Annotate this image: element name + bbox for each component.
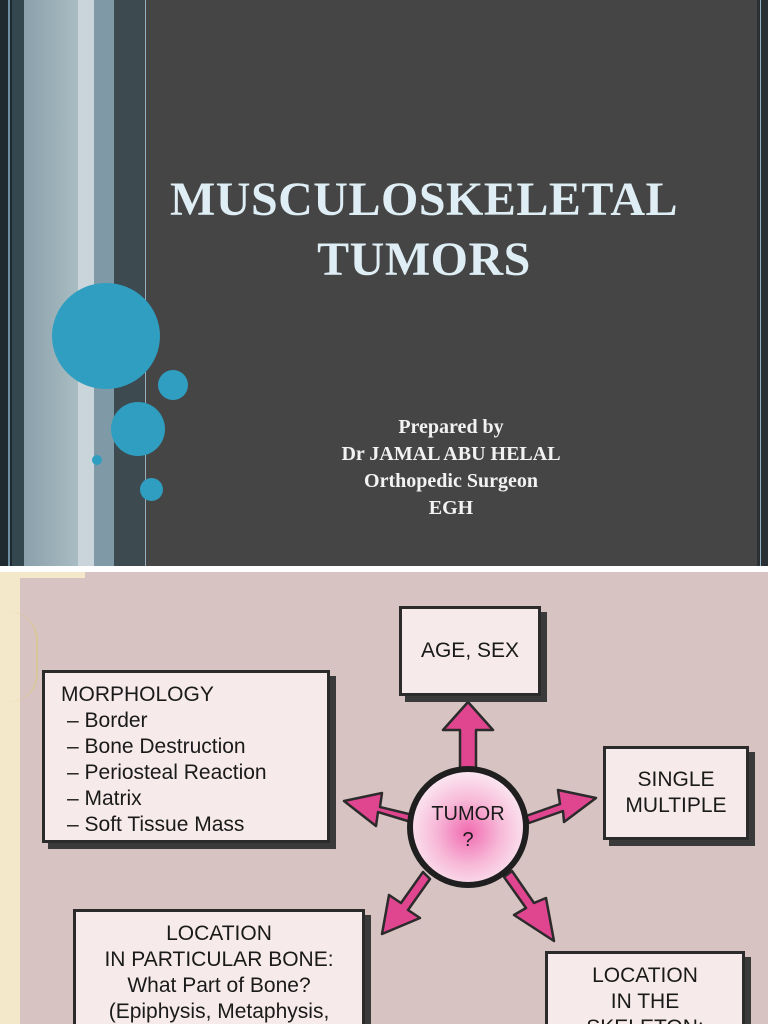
decorative-circle-small bbox=[140, 478, 163, 501]
location-bone-line: IN PARTICULAR BONE: bbox=[104, 948, 334, 971]
right-edge-line bbox=[760, 0, 761, 566]
arrow-right bbox=[524, 788, 598, 825]
single-multiple-box: SINGLE MULTIPLE bbox=[603, 746, 749, 840]
diagram-slide: AGE, SEX MORPHOLOGY – Border – Bone Dest… bbox=[0, 572, 768, 1024]
tumor-label: TUMOR bbox=[431, 803, 505, 825]
arrow-lower-right bbox=[502, 869, 556, 943]
morphology-item: – Border bbox=[67, 709, 148, 732]
morphology-item: – Periosteal Reaction bbox=[67, 761, 267, 784]
single-label: SINGLE bbox=[637, 768, 715, 791]
age-sex-box: AGE, SEX bbox=[399, 606, 541, 696]
multiple-label: MULTIPLE bbox=[625, 794, 727, 817]
location-bone-line: (Epiphysis, Metaphysis, bbox=[108, 1000, 330, 1023]
arrows-layer bbox=[342, 700, 598, 943]
location-in-bone-box: LOCATION IN PARTICULAR BONE: What Part o… bbox=[73, 909, 365, 1024]
decorative-stripe bbox=[78, 0, 94, 566]
prepared-by-label: Prepared by bbox=[398, 416, 504, 438]
decorative-circle-large bbox=[52, 283, 160, 389]
location-bone-line: LOCATION bbox=[166, 922, 272, 945]
decorative-circle-medium bbox=[111, 402, 165, 456]
decorative-circle-tiny bbox=[92, 455, 102, 465]
location-skeleton-line: LOCATION bbox=[592, 964, 698, 987]
location-in-skeleton-box: LOCATION IN THE SKELETON: bbox=[545, 951, 745, 1024]
title-line-2: TUMORS bbox=[317, 233, 531, 286]
location-skeleton-line: IN THE bbox=[610, 990, 680, 1013]
tumor-center-circle: TUMOR ? bbox=[407, 766, 529, 888]
slide-gap bbox=[0, 566, 768, 572]
morphology-box: MORPHOLOGY – Border – Bone Destruction –… bbox=[42, 670, 330, 843]
author-credits: Prepared by Dr JAMAL ABU HELAL Orthopedi… bbox=[300, 414, 602, 522]
right-edge-band bbox=[757, 0, 768, 566]
author-role: Orthopedic Surgeon bbox=[364, 470, 538, 492]
morphology-item: – Matrix bbox=[67, 787, 142, 810]
morphology-item: – Soft Tissue Mass bbox=[67, 813, 245, 836]
left-edge-line bbox=[8, 0, 10, 566]
author-name: Dr JAMAL ABU HELAL bbox=[341, 443, 561, 465]
morphology-item: – Bone Destruction bbox=[67, 735, 246, 758]
age-sex-label: AGE, SEX bbox=[420, 639, 520, 662]
tumor-question-mark: ? bbox=[462, 829, 474, 851]
paper-tab bbox=[0, 572, 85, 578]
decorative-circle bbox=[158, 370, 188, 400]
decorative-stripe bbox=[114, 0, 144, 566]
title-slide: MUSCULOSKELETAL TUMORS Prepared by Dr JA… bbox=[0, 0, 768, 566]
location-skeleton-line: SKELETON: bbox=[548, 1015, 742, 1024]
decorative-line bbox=[145, 0, 146, 566]
slide-title: MUSCULOSKELETAL TUMORS bbox=[146, 170, 702, 290]
left-edge-band bbox=[0, 0, 12, 566]
title-line-1: MUSCULOSKELETAL bbox=[169, 173, 679, 226]
arrow-left bbox=[342, 791, 415, 828]
arrow-lower-left bbox=[380, 870, 432, 936]
decorative-stripe bbox=[24, 0, 78, 566]
arrow-up bbox=[441, 700, 495, 774]
paper-curl bbox=[10, 612, 38, 702]
decorative-stripe bbox=[12, 0, 24, 566]
location-bone-line: What Part of Bone? bbox=[127, 974, 311, 997]
institution: EGH bbox=[428, 497, 474, 519]
morphology-heading: MORPHOLOGY bbox=[61, 683, 214, 706]
